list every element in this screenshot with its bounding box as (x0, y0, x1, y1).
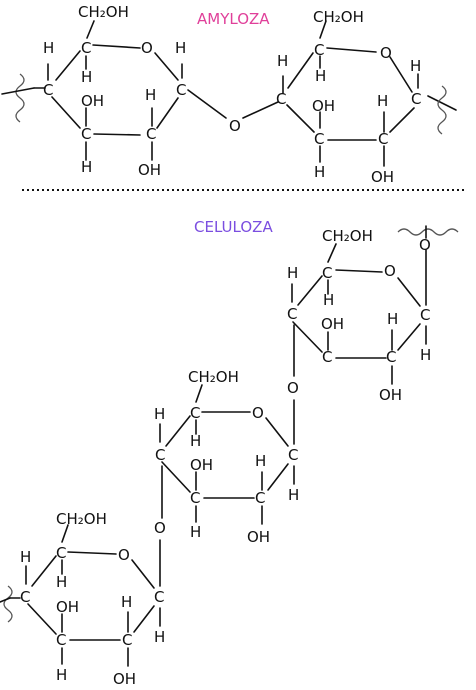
carbon-atom: C (176, 81, 186, 99)
ch2oh-label: CH₂OH (56, 510, 107, 528)
hydroxyl-label: OH (312, 97, 335, 115)
carbon-atom: C (43, 81, 53, 99)
hydroxyl-label: OH (138, 161, 161, 179)
hydrogen-atom: H (43, 39, 54, 57)
hydrogen-atom: H (56, 666, 67, 684)
chain-bond (1, 87, 35, 95)
hydrogen-atom: H (154, 405, 165, 423)
ring-oxygen-atom: O (118, 546, 130, 564)
hydrogen-atom: H (323, 291, 334, 309)
hydroxyl-label: OH (190, 456, 213, 474)
carbon-atom: C (146, 125, 156, 143)
hydrogen-atom: H (287, 264, 298, 282)
carbon-atom: C (378, 130, 388, 148)
hydrogen-atom: H (314, 163, 325, 181)
carbon-atom: C (314, 130, 324, 148)
hydroxyl-label: OH (56, 598, 79, 616)
hydroxyl-label: OH (379, 386, 402, 404)
carbon-atom: C (155, 446, 165, 464)
hydrogen-atom: H (377, 92, 388, 110)
carbon-atom: C (322, 264, 332, 282)
carbon-atom: C (420, 306, 430, 324)
ring-oxygen-atom: O (384, 262, 396, 280)
hydrogen-atom: H (190, 523, 201, 541)
carbon-atom: C (411, 90, 421, 108)
carbon-atom: C (154, 588, 164, 606)
ring-oxygen-atom: O (380, 44, 392, 62)
amylose-title: AMYLOZA (197, 10, 270, 28)
hydrogen-atom: H (56, 573, 67, 591)
glycosidic-oxygen-atom: O (154, 519, 166, 537)
ch2oh-label: CH₂OH (313, 8, 364, 26)
ch2oh-label: CH₂OH (78, 3, 129, 21)
hydrogen-atom: H (175, 39, 186, 57)
ch2oh-label: CH₂OH (322, 227, 373, 245)
hydrogen-atom: H (255, 452, 266, 470)
hydrogen-atom: H (288, 486, 299, 504)
cellulose-glucose-ring-middle: CH₂OH C O H H C C OH H C C H H OH (154, 368, 299, 546)
hydrogen-atom: H (154, 628, 165, 646)
carbon-atom: C (386, 348, 396, 366)
cellulose-glucose-ring-top: CH₂OH C O O H H C C OH H C C H OH (287, 227, 431, 404)
hydroxyl-label: OH (321, 315, 344, 333)
hydrogen-atom: H (145, 86, 156, 104)
carbon-atom: C (190, 404, 200, 422)
hydrogen-atom: H (410, 57, 421, 75)
wavy-chain-end (397, 228, 459, 236)
hydroxyl-label: OH (81, 92, 104, 110)
hydrogen-atom: H (420, 346, 431, 364)
cellulose-title: CELULOZA (194, 218, 273, 236)
carbon-atom: C (56, 544, 66, 562)
carbon-atom: C (81, 39, 91, 57)
hydrogen-atom: H (20, 548, 31, 566)
hydrogen-atom: H (387, 310, 398, 328)
carbon-atom: C (314, 41, 324, 59)
carbon-atom: C (276, 90, 286, 108)
hydroxyl-label: OH (113, 670, 136, 688)
glycosidic-oxygen-atom: O (287, 379, 299, 397)
hydrogen-atom: H (81, 68, 92, 86)
carbon-atom: C (322, 348, 332, 366)
hydrogen-atom: H (121, 593, 132, 611)
chain-bond (0, 597, 11, 603)
hydrogen-atom: H (190, 432, 201, 450)
carbon-atom: C (20, 588, 30, 606)
glycosidic-oxygen-atom: O (229, 117, 241, 135)
ch2oh-label: CH₂OH (188, 368, 239, 386)
wavy-chain-end (15, 73, 25, 123)
glycosidic-bond (242, 101, 279, 119)
wavy-chain-end (3, 585, 13, 623)
amylose-glucose-ring-1: CH₂OH C O H H H C C OH H C C H OH (33, 3, 227, 179)
carbon-atom: C (190, 489, 200, 507)
carbon-atom: C (287, 305, 297, 323)
ring-oxygen-atom: O (252, 404, 264, 422)
chain-oxygen-atom: O (419, 236, 431, 254)
hydrogen-atom: H (81, 158, 92, 176)
wavy-chain-end (437, 85, 447, 135)
carbon-atom: C (255, 489, 265, 507)
carbon-atom: C (81, 125, 91, 143)
amylose-glucose-ring-2: CH₂OH C O H H H C C OH H C C H OH (276, 8, 457, 186)
hydroxyl-label: OH (371, 168, 394, 186)
hydrogen-atom: H (315, 67, 326, 85)
carbon-atom: C (56, 631, 66, 649)
cellulose-glucose-ring-bottom: CH₂OH C O H H C C OH H C C H H OH (9, 510, 165, 688)
carbon-atom: C (122, 631, 132, 649)
carbon-atom: C (288, 446, 298, 464)
ring-oxygen-atom: O (141, 39, 153, 57)
hydrogen-atom: H (277, 52, 288, 70)
hydroxyl-label: OH (247, 528, 270, 546)
